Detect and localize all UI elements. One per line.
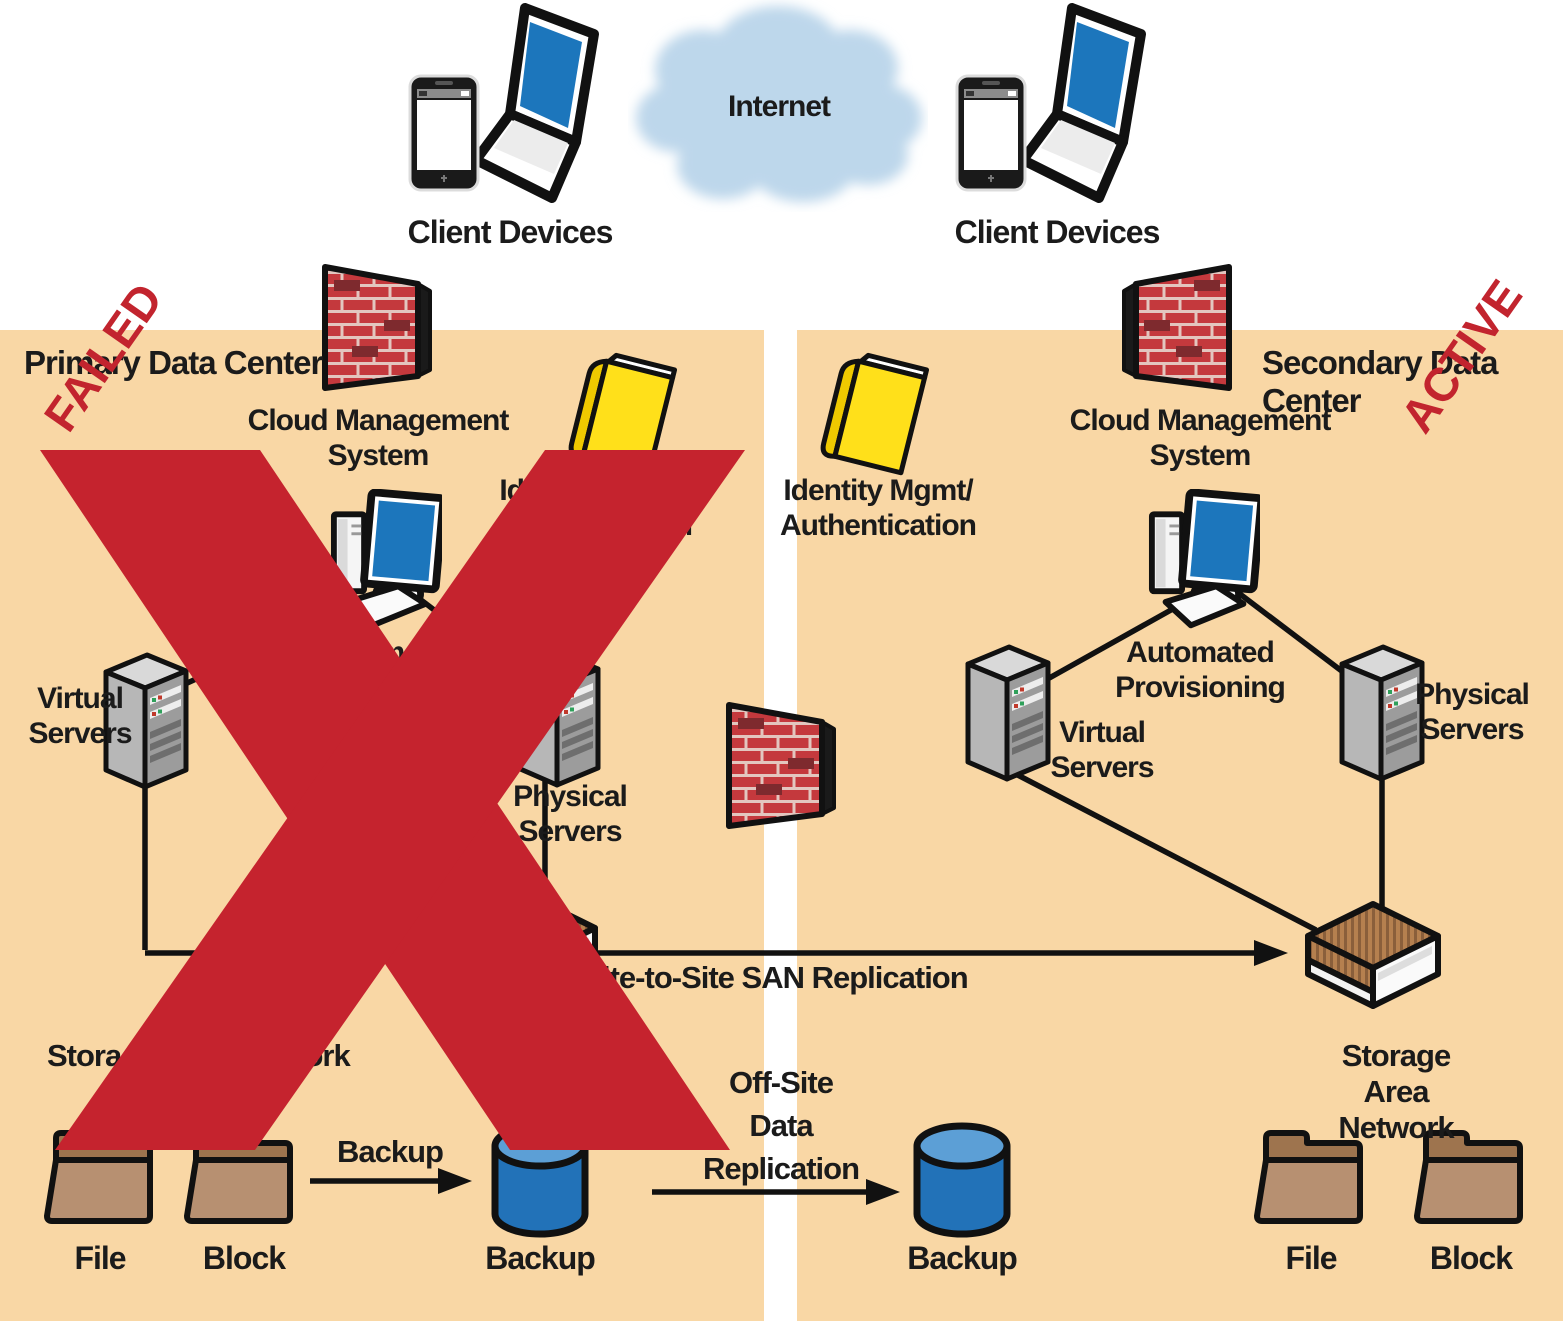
identity-left-label: Identity Mgmt/ Authentication — [496, 474, 693, 542]
san-right-label: Storage Area Network — [1338, 1038, 1454, 1145]
physical-left-label: Physical Servers — [513, 780, 628, 848]
identity-book-icon — [568, 352, 688, 480]
file-right-label: File — [1285, 1240, 1337, 1276]
firewall-icon — [722, 696, 836, 834]
secondary-dc-title: Secondary Data Center — [1262, 344, 1498, 420]
block-folder-icon — [182, 1126, 300, 1228]
san-replication-label: Site-to-Site SAN Replication — [582, 960, 968, 995]
physical-right-label: Physical Servers — [1415, 678, 1530, 746]
file-folder-icon — [42, 1126, 160, 1228]
desktop-computer-icon — [1148, 488, 1260, 636]
file-left-label: File — [74, 1240, 126, 1276]
desktop-computer-icon — [330, 488, 442, 636]
internet-label: Internet — [727, 90, 831, 123]
client-devices-right-label: Client Devices — [954, 214, 1161, 250]
cloud-mgmt-right-label: Cloud Management System — [1069, 404, 1332, 472]
backup-right-label: Backup — [907, 1240, 1018, 1276]
identity-right-label: Identity Mgmt/ Authentication — [780, 474, 977, 542]
backup-flow-label: Backup — [337, 1134, 444, 1169]
backup-cylinder-icon — [910, 1120, 1014, 1240]
automated-left-label: Automated Provisioning — [303, 636, 474, 704]
virtual-right-label: Virtual Servers — [1050, 716, 1154, 784]
virtual-server-tower-icon — [962, 642, 1054, 784]
block-left-label: Block — [202, 1240, 286, 1276]
laptop-icon — [1015, 2, 1150, 207]
firewall-icon — [1122, 258, 1236, 396]
primary-dc-title: Primary Data Center — [24, 344, 323, 381]
smartphone-icon — [955, 74, 1027, 192]
backup-left-label: Backup — [485, 1240, 596, 1276]
laptop-icon — [468, 2, 603, 207]
san-left-label: Storage Area Network — [47, 1038, 351, 1073]
identity-book-icon — [820, 352, 940, 480]
automated-right-label: Automated Provisioning — [1115, 636, 1286, 704]
san-array-icon — [1298, 878, 1448, 1018]
offsite-replication-label: Off-Site Data Replication — [702, 1065, 860, 1186]
backup-cylinder-icon — [488, 1120, 592, 1240]
block-right-label: Block — [1429, 1240, 1513, 1276]
physical-server-tower-icon — [512, 648, 604, 790]
firewall-icon — [318, 258, 432, 396]
cloud-mgmt-left-label: Cloud Management System — [247, 404, 510, 472]
client-devices-left-label: Client Devices — [407, 214, 614, 250]
virtual-left-label: Virtual Servers — [28, 682, 132, 750]
smartphone-icon — [408, 74, 480, 192]
